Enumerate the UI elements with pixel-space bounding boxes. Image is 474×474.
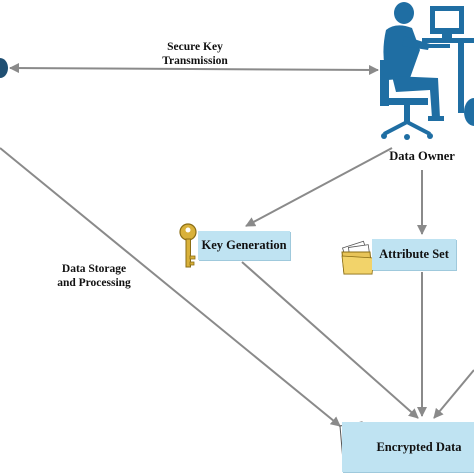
left-partial-node-icon — [0, 58, 8, 78]
edge-label-line: and Processing — [57, 277, 131, 289]
edge-label-line: Transmission — [162, 55, 228, 67]
edge-label-secure-key-transmission: Secure Key Transmission — [150, 40, 240, 68]
edge-label-data-storage: Data Storage and Processing — [44, 262, 144, 290]
node-key-generation: Key Generation — [198, 231, 290, 260]
arrow-data-storage — [0, 147, 341, 427]
node-attribute-set: Attribute Set — [372, 239, 456, 270]
folder-icon — [341, 240, 375, 275]
edge-label-line: Data Storage — [61, 263, 127, 275]
arrow-owner-to-keygen — [245, 147, 393, 227]
arrow-keygen-to-encrypted — [241, 261, 419, 419]
person-at-computer-icon — [380, 2, 474, 140]
arrow-secure-key-transmission — [9, 63, 379, 75]
edge-label-line: Secure Key — [167, 41, 223, 53]
node-encrypted-data: Encrypted Data — [342, 422, 474, 472]
arrow-right-edge-to-encrypted — [433, 369, 474, 419]
key-icon — [179, 223, 197, 268]
node-data-owner-label: Data Owner — [389, 149, 455, 163]
right-partial-node-icon — [464, 98, 474, 126]
